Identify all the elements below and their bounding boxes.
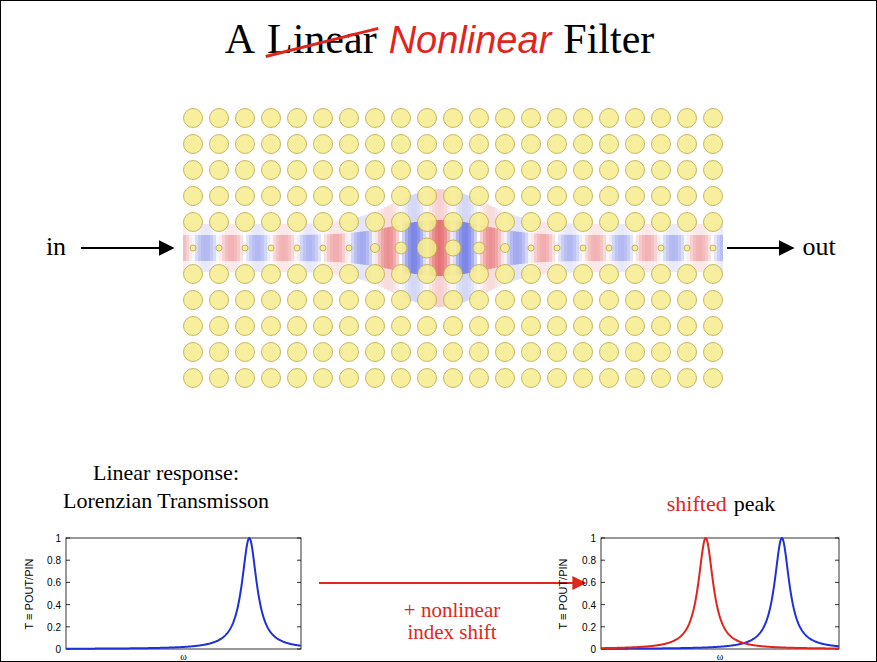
- photonic-crystal: [184, 109, 723, 388]
- axis-label: ω: [717, 651, 724, 662]
- title-word-highlight: Nonlinear: [389, 19, 552, 62]
- title-word: Filter: [563, 15, 654, 63]
- axis-label: ω: [180, 651, 187, 662]
- tick-label: 0.6: [47, 577, 61, 588]
- plot-title: peak: [734, 491, 776, 517]
- output-arrow: [727, 247, 793, 249]
- plot-title: shifted: [667, 491, 727, 517]
- tick-label: 0: [55, 644, 61, 655]
- title-word-struck: Linear: [267, 15, 377, 63]
- tick-label: 0.4: [582, 599, 596, 610]
- title-row: ALinear Nonlinear Filter: [1, 15, 877, 63]
- tick-label: 1: [55, 533, 61, 544]
- plot-title-row: shifted peak: [601, 491, 841, 517]
- arrow-label: + nonlinear index shift: [390, 599, 515, 643]
- shift-arrow: [319, 582, 585, 584]
- plot-caption: Linear response:: [93, 460, 239, 486]
- tick-label: 0.2: [47, 621, 61, 632]
- axis-label: T ≡ POUT/PIN: [23, 558, 35, 629]
- tick-label: 0.8: [582, 555, 596, 566]
- output-label: out: [802, 232, 835, 262]
- input-label: in: [46, 232, 66, 262]
- plot-caption: Lorenzian Transmisson: [63, 488, 269, 514]
- tick-label: 1: [590, 533, 596, 544]
- tick-label: 0: [590, 644, 596, 655]
- input-arrow: [81, 247, 173, 249]
- tick-label: 0.6: [582, 577, 596, 588]
- field-pattern: [183, 189, 723, 307]
- title-word: A: [225, 15, 255, 63]
- axis-label: T ≡ POUT/PIN: [557, 558, 569, 629]
- transmission-plots: [66, 538, 839, 649]
- tick-label: 0.2: [582, 621, 596, 632]
- tick-label: 0.4: [47, 599, 61, 610]
- tick-label: 0.8: [47, 555, 61, 566]
